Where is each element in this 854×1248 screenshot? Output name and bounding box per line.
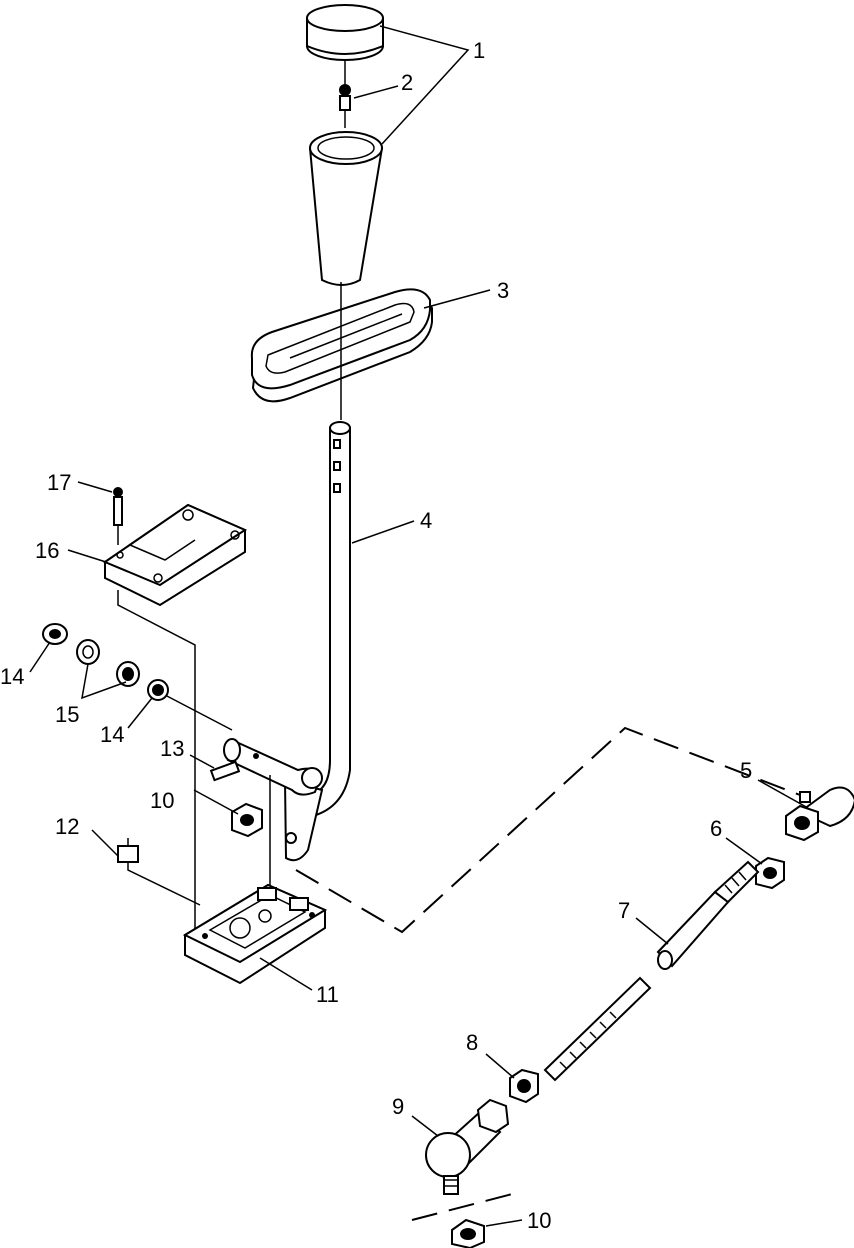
washer-right (147, 679, 169, 701)
assembly-line-cover (117, 590, 196, 930)
lower-separator (411, 1191, 521, 1221)
callout-10-lower: 10 (527, 1208, 551, 1233)
callout-16: 16 (35, 538, 59, 563)
nut-lower (451, 1218, 485, 1248)
shift-knob (308, 131, 384, 286)
cover-plate (102, 503, 248, 607)
linkage-path (295, 726, 801, 934)
threaded-rod-lower (543, 976, 652, 1082)
callout-4: 4 (420, 508, 432, 533)
knob-cap (306, 4, 384, 61)
callout-2: 2 (401, 70, 413, 95)
cover-screw (113, 487, 123, 545)
callout-17: 17 (47, 470, 71, 495)
callout-14-left: 14 (0, 664, 24, 689)
jam-nut-lower (509, 1068, 539, 1104)
callout-15: 15 (55, 702, 79, 727)
callout-10-upper: 10 (150, 788, 174, 813)
shift-lever (283, 282, 351, 862)
leader-lines (29, 25, 809, 1227)
nut-upper (231, 802, 263, 838)
base-plate (182, 883, 328, 985)
bushing-right (116, 661, 140, 687)
callout-3: 3 (497, 278, 509, 303)
washer-left (42, 623, 68, 645)
jam-nut-upper (755, 856, 785, 890)
callout-1: 1 (473, 38, 485, 63)
callout-9: 9 (392, 1094, 404, 1119)
ball-joint (425, 1098, 510, 1195)
callout-6: 6 (710, 816, 722, 841)
set-screw (339, 60, 351, 128)
shift-boot (250, 288, 433, 403)
callout-8: 8 (466, 1030, 478, 1055)
callout-13: 13 (160, 736, 184, 761)
callout-14-right: 14 (100, 722, 124, 747)
callout-12: 12 (55, 814, 79, 839)
clip (117, 845, 139, 863)
bushing-left (76, 639, 100, 665)
pin (209, 760, 241, 782)
rod-end-upper (785, 786, 854, 842)
callout-11: 11 (316, 982, 339, 1007)
callout-7: 7 (618, 898, 630, 923)
assembly-line-shaft (164, 694, 233, 731)
pivot-shaft (223, 738, 323, 796)
shift-cable (656, 860, 760, 970)
callout-5: 5 (740, 758, 752, 783)
